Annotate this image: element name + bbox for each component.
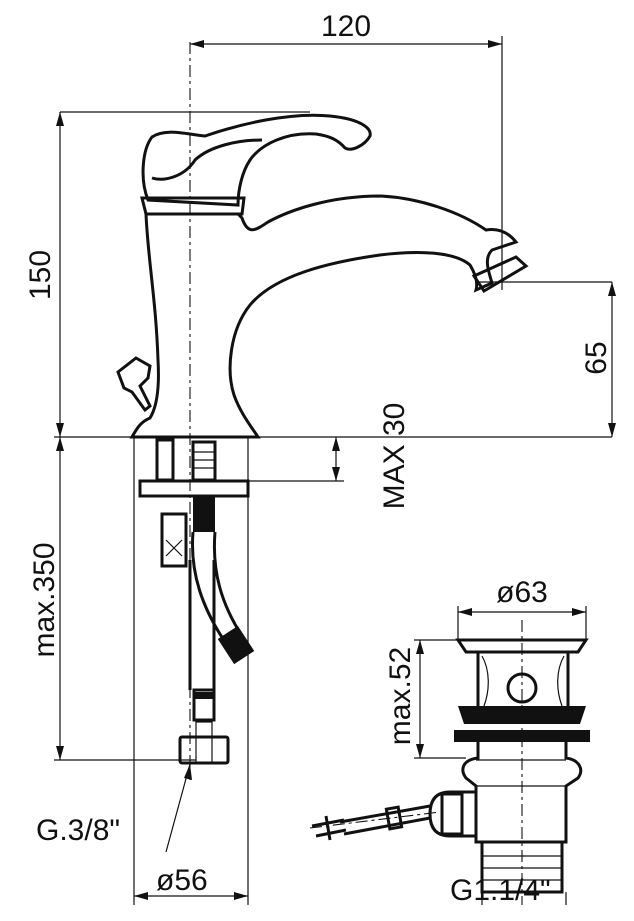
faucet-collar	[140, 196, 246, 216]
dim-waste-thread: G1.1/4"	[450, 874, 551, 907]
rod-connector	[160, 512, 188, 568]
dim-waste-height: max.52	[384, 647, 417, 745]
center-stud	[191, 440, 217, 482]
popup-rod-knob	[116, 356, 152, 413]
under-deck-assembly	[138, 438, 255, 765]
waste-side-outlet	[428, 790, 476, 838]
mounting-washer	[138, 479, 250, 498]
faucet-lever	[141, 113, 372, 207]
inlet-nut	[178, 735, 230, 765]
waste-cap	[455, 638, 589, 654]
waste-dimension-lines	[414, 606, 587, 905]
hose-sleeve	[193, 496, 215, 532]
faucet-outline	[116, 113, 529, 439]
dim-deck-max: MAX 30	[378, 403, 411, 510]
faucet-aerator	[471, 255, 529, 294]
threaded-stud	[155, 438, 175, 482]
faucet-body	[129, 194, 519, 439]
waste-assembly	[309, 620, 590, 905]
hose-ferrule	[192, 688, 216, 722]
dimension-lines	[54, 36, 616, 905]
dim-spout-height: 65	[580, 341, 613, 374]
dim-height-total: 150	[24, 250, 57, 300]
dim-thread-inlet: G.3/8"	[36, 814, 120, 847]
dim-base-diameter: ø56	[156, 864, 208, 897]
dim-hose-length: max.350	[28, 542, 61, 657]
dim-waste-diameter: ø63	[496, 576, 548, 609]
dim-width-top: 120	[321, 10, 371, 43]
